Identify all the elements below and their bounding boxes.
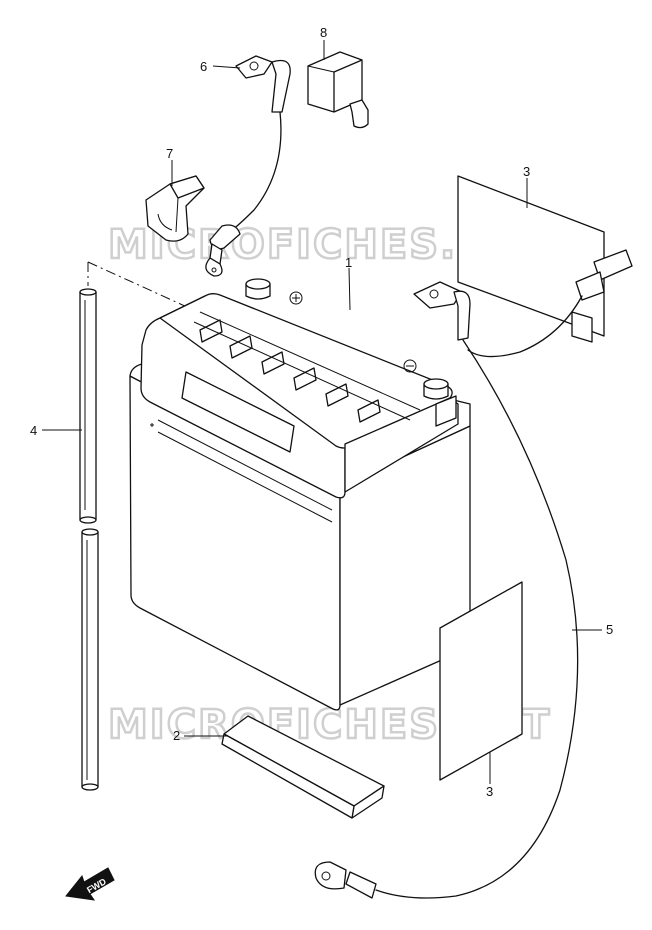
- callout-2: 2: [173, 728, 180, 743]
- negative-terminal: [403, 359, 457, 427]
- callout-3-top: 3: [523, 164, 530, 179]
- terminal-cover-7[interactable]: [145, 175, 205, 242]
- pad-right-top[interactable]: [457, 175, 605, 343]
- pad-right-bottom[interactable]: [439, 581, 523, 781]
- callout-5: 5: [606, 622, 613, 637]
- callout-1: 1: [345, 255, 352, 270]
- battery[interactable]: [129, 278, 471, 711]
- vent-guide-line: [87, 261, 199, 313]
- fwd-arrow-icon: FWD: [65, 867, 115, 901]
- breather-tube[interactable]: [79, 288, 99, 791]
- callout-7: 7: [166, 146, 173, 161]
- terminal-cover-8[interactable]: [307, 51, 369, 129]
- leader-lines: [42, 40, 602, 784]
- cable-negative[interactable]: [314, 249, 633, 899]
- callout-6: 6: [200, 59, 207, 74]
- callout-8: 8: [320, 25, 327, 40]
- battery-label-plate: [181, 371, 295, 453]
- callout-3-bottom: 3: [486, 784, 493, 799]
- callout-4: 4: [30, 423, 37, 438]
- positive-terminal: [245, 278, 303, 305]
- pad-bottom[interactable]: [221, 715, 385, 819]
- cable-positive[interactable]: [205, 55, 291, 277]
- callout-numbers: 1 2 3 3 4 5 6 7 8: [30, 25, 613, 799]
